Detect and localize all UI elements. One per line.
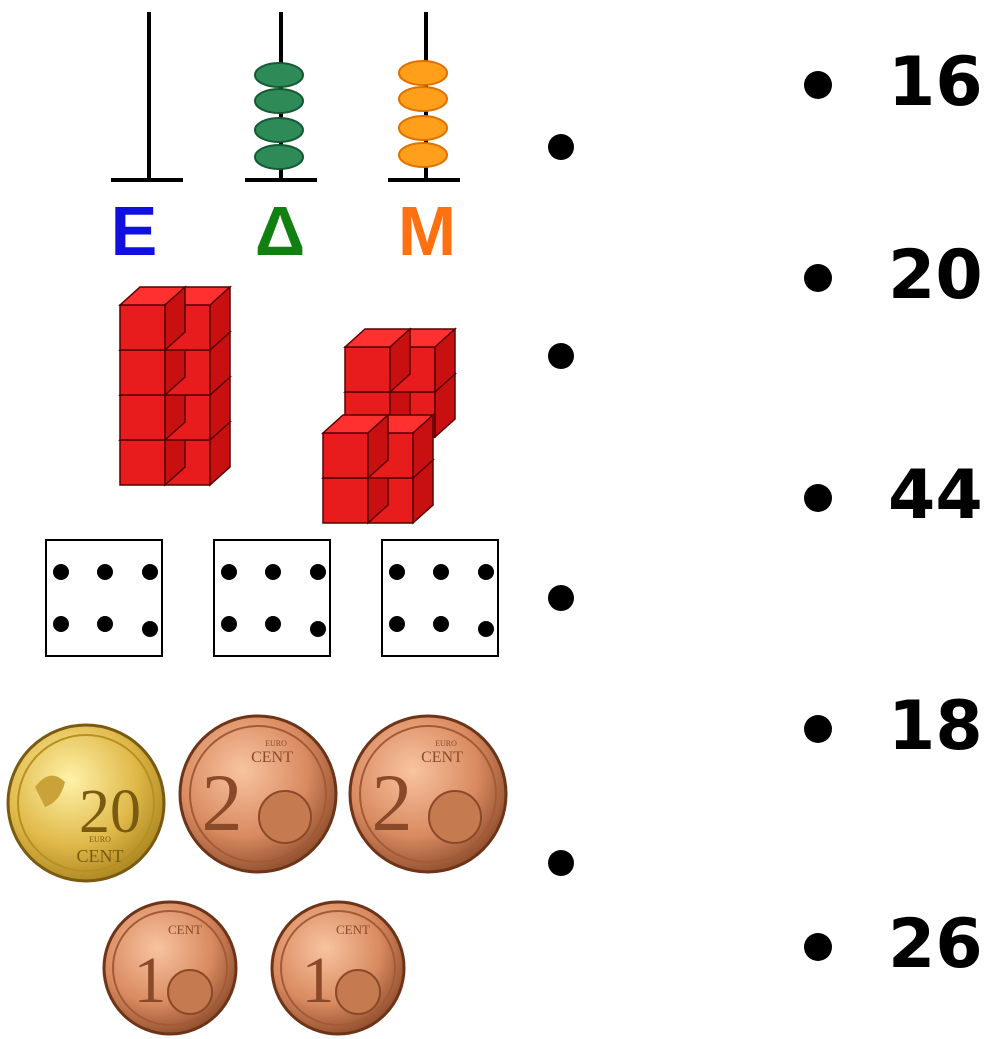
left-cube-tower (119, 286, 231, 486)
coin-20-cent: 20 CENT EURO (6, 723, 166, 883)
abacus-label-delta: Δ (254, 192, 306, 270)
coins: 20 CENT EURO 2 CENT EURO 2 CENT EURO 1 C… (6, 714, 508, 1036)
coin-1-cent: 1 CENT (270, 900, 406, 1036)
match-dot-dice[interactable] (548, 585, 574, 611)
green-beads (254, 62, 304, 170)
coin-2-cent: 2 CENT EURO (178, 714, 338, 874)
svg-text:EURO: EURO (89, 835, 111, 844)
svg-text:2: 2 (372, 757, 413, 848)
svg-text:2: 2 (202, 757, 243, 848)
answer-dot[interactable] (804, 933, 832, 961)
die-six (213, 539, 331, 657)
answer-value: 16 (888, 43, 983, 122)
svg-text:CENT: CENT (251, 749, 293, 766)
answer-value: 18 (888, 687, 983, 766)
coin-2-cent: 2 CENT EURO (348, 714, 508, 874)
svg-text:20: 20 (79, 778, 141, 846)
svg-text:1: 1 (302, 944, 335, 1017)
svg-text:CENT: CENT (336, 922, 370, 937)
cube-towers (119, 286, 456, 524)
svg-text:EURO: EURO (265, 739, 287, 748)
right-cube-tower (322, 328, 456, 524)
match-dot-coins[interactable] (548, 850, 574, 876)
svg-text:1: 1 (134, 944, 167, 1017)
abacus (111, 12, 460, 182)
svg-text:CENT: CENT (168, 922, 202, 937)
answer-dot[interactable] (804, 264, 832, 292)
abacus-label-e: E (110, 192, 158, 270)
coin-1-cent: 1 CENT (102, 900, 238, 1036)
orange-beads (398, 60, 448, 168)
match-dot-cubes[interactable] (548, 343, 574, 369)
answer-value: 44 (888, 456, 983, 535)
svg-text:CENT: CENT (421, 749, 463, 766)
answer-dot[interactable] (804, 484, 832, 512)
match-dot-abacus[interactable] (548, 134, 574, 160)
svg-text:EURO: EURO (435, 739, 457, 748)
die-six (381, 539, 499, 657)
svg-text:CENT: CENT (77, 846, 124, 866)
answer-value: 26 (888, 905, 983, 984)
abacus-label-m: M (397, 192, 457, 270)
answer-value: 20 (888, 236, 983, 315)
answer-dot[interactable] (804, 71, 832, 99)
die-six (45, 539, 163, 657)
answer-dot[interactable] (804, 715, 832, 743)
